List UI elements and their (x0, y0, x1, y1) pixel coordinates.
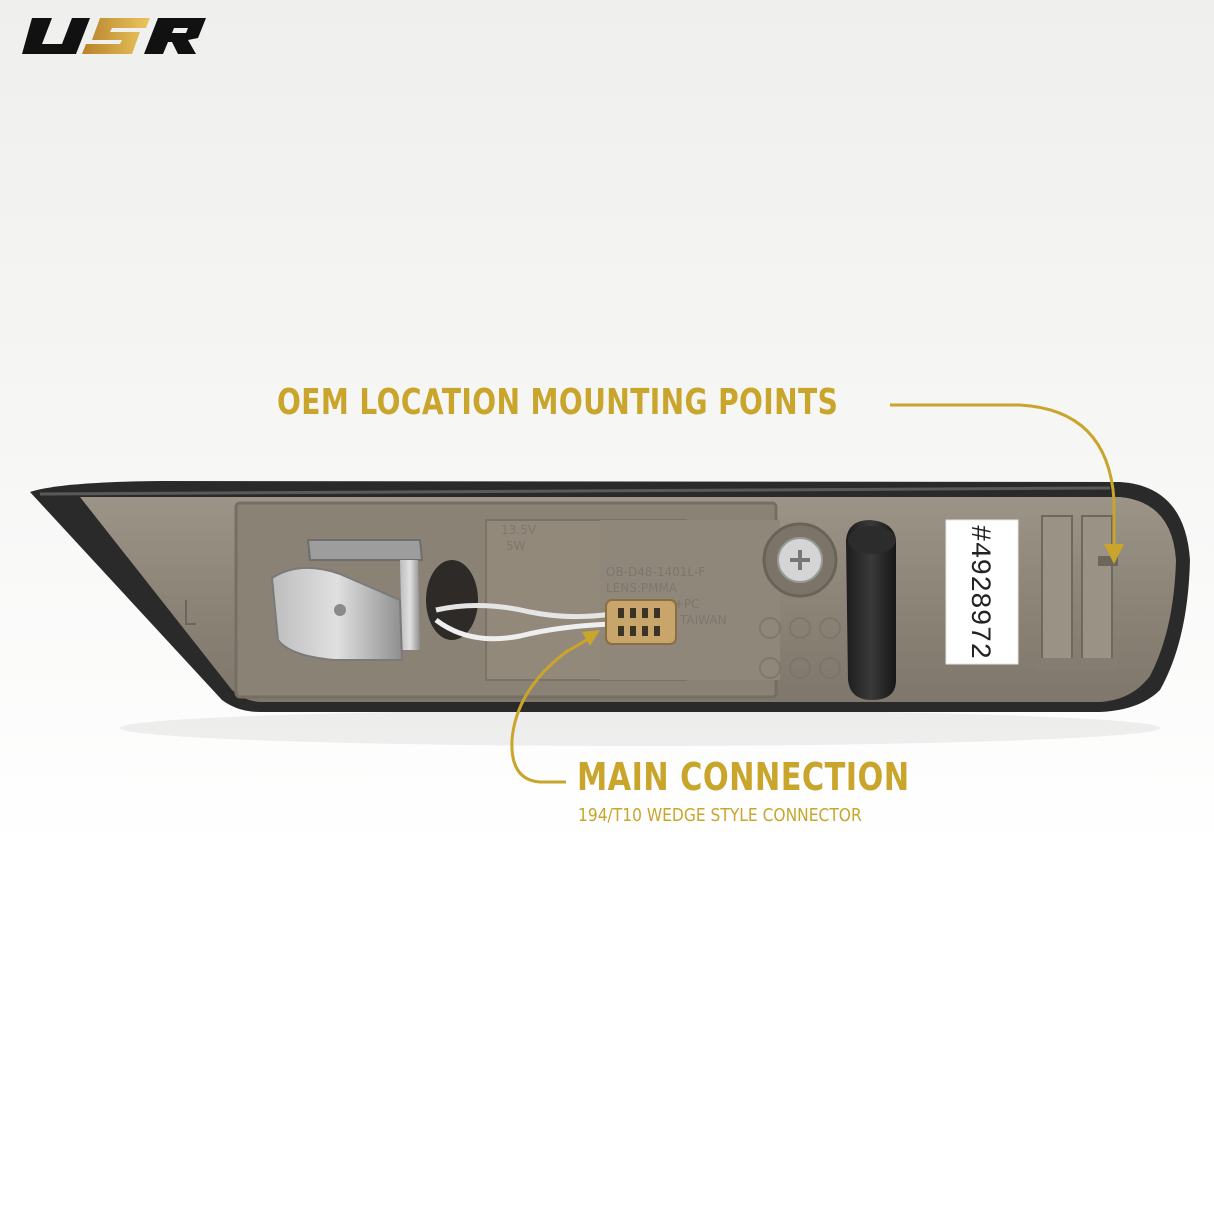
oem-mounting-points-label: OEM LOCATION MOUNTING POINTS (277, 382, 839, 423)
molded-part-number: OB-D48-1401L-F (606, 565, 705, 579)
main-connection-label: MAIN CONNECTION (577, 755, 910, 799)
metal-spring-clip (270, 539, 424, 661)
main-callout-arrow (510, 636, 591, 784)
oem-callout-arrow (890, 403, 1116, 548)
drop-shadow (120, 710, 1160, 746)
molded-origin: TAIWAN (679, 613, 727, 627)
logo-letter-u-icon (22, 18, 90, 54)
wire-1 (434, 617, 613, 642)
molded-lens-material: LENS:PMMA (606, 581, 678, 595)
vent-tube-top (848, 526, 896, 554)
usr-logo (22, 18, 206, 54)
led-wedge-connector (605, 599, 677, 645)
part-number-sticker: #4928972 (945, 519, 1019, 665)
main-connection-subtitle: 194/T10 WEDGE STYLE CONNECTOR (578, 805, 862, 826)
housing-left-mark (185, 600, 196, 625)
molded-wattage: 5W (506, 539, 526, 553)
logo-letter-r-icon (144, 18, 206, 54)
screw-cross-icon (790, 550, 810, 570)
oem-arrowhead-icon (1104, 544, 1124, 564)
recycle-marks (759, 617, 841, 679)
logo-letter-s-icon (82, 18, 150, 54)
oem-mounting-tabs (1038, 515, 1118, 670)
wire-2 (435, 603, 613, 620)
lens-edge-highlight (39, 486, 1111, 496)
rubber-vent-tube (846, 520, 896, 700)
molded-voltage: 13.5V (501, 523, 537, 537)
led-pins (618, 608, 660, 636)
main-arrowhead-icon (582, 630, 600, 646)
part-number-text: #4928972 (963, 525, 994, 659)
